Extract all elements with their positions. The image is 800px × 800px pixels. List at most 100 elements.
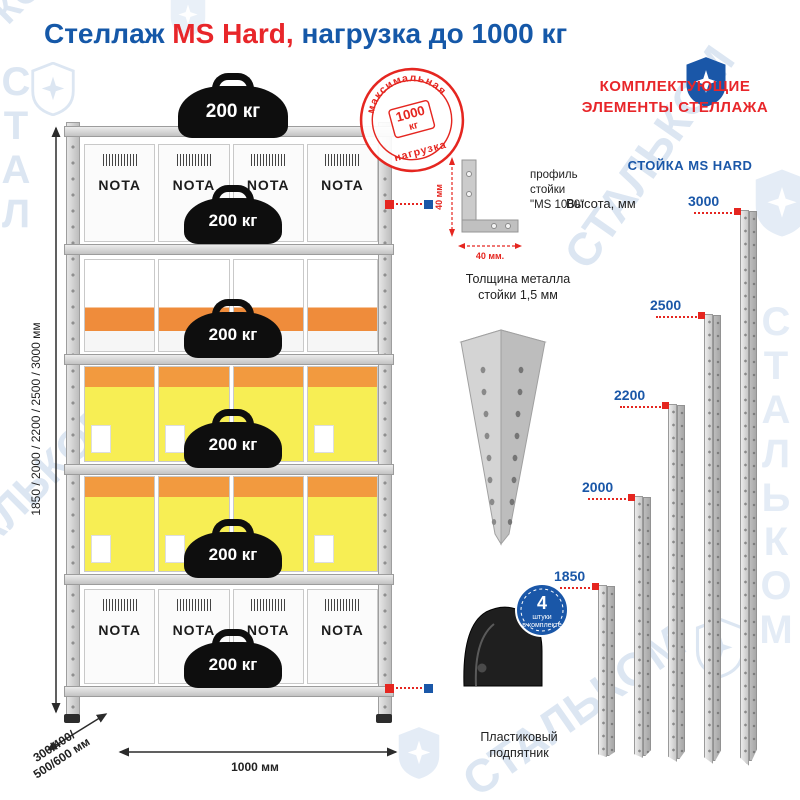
weight-icon: 200 кг xyxy=(184,198,282,244)
brand-shield-icon xyxy=(755,169,800,237)
height-column-label: Высота, мм xyxy=(566,196,636,211)
weight-label: 200 кг xyxy=(208,655,258,674)
barcode-icon xyxy=(325,599,360,611)
rack-shelf xyxy=(64,244,394,255)
box-brand-label: NOTA xyxy=(98,622,141,638)
post-leader-marker xyxy=(662,402,669,409)
post-2000-image xyxy=(634,496,651,758)
components-heading: КОМПЛЕКТУЮЩИЕ ЭЛЕМЕНТЫ СТЕЛЛАЖА xyxy=(556,76,794,118)
box-brand-label: NOTA xyxy=(98,177,141,193)
rack-post-right xyxy=(378,122,392,720)
paper-box xyxy=(306,476,378,572)
thickness-line2: стойки 1,5 мм xyxy=(478,287,558,302)
title-prefix: Стеллаж xyxy=(44,18,165,49)
page-title: Стеллаж MS Hard, нагрузка до 1000 кг xyxy=(44,18,567,50)
post-section-title: СТОЙКА MS HARD xyxy=(627,158,753,173)
title-highlight: MS Hard, xyxy=(172,18,294,49)
height-dimension-line xyxy=(51,126,61,714)
paper-box: NOTA xyxy=(84,589,156,684)
profile-caption-line2: стойки xyxy=(530,184,565,196)
shelf-bay-3 xyxy=(84,363,378,462)
box-brand-label: NOTA xyxy=(321,177,364,193)
post-height-label: 3000 xyxy=(688,193,720,209)
profile-caption-line1: профиль xyxy=(530,169,578,181)
barcode-icon xyxy=(176,154,211,166)
brand-shield-icon xyxy=(398,727,440,779)
connector-marker-red xyxy=(385,200,394,209)
post-leader-line xyxy=(620,406,664,408)
badge-line2: в комплекте xyxy=(522,622,562,629)
weight-icon: 200 кг xyxy=(184,312,282,358)
weight-icon: 200 кг xyxy=(184,422,282,468)
brand-shield-icon xyxy=(686,57,726,107)
foot-caption-line2: подпятник xyxy=(489,745,549,760)
post-leader-line xyxy=(588,498,630,500)
height-dimension-label: 1850 / 2000 / 2200 / 2500 / 3000 мм xyxy=(29,322,43,516)
plastic-foot-caption: Пластиковый подпятник xyxy=(424,730,614,761)
paper-box xyxy=(306,366,378,462)
box-brand-label: NOTA xyxy=(172,177,216,193)
thickness-line1: Толщина металла xyxy=(465,272,571,286)
post-height-label: 1850 xyxy=(554,568,586,584)
weight-label: 200 кг xyxy=(208,435,258,454)
weight-icon-top: 200 кг xyxy=(178,86,288,138)
post-height-label: 2200 xyxy=(614,387,646,403)
post-leader-marker xyxy=(698,312,705,319)
paper-box xyxy=(306,259,378,352)
post-profile-diagram: 40 мм 40 мм. профиль стойки "MS 1000" xyxy=(434,157,584,261)
badge-value: 4 xyxy=(537,593,547,613)
weight-label: 200 кг xyxy=(208,545,258,564)
post-height-label: 2500 xyxy=(650,297,682,313)
post-leader-line xyxy=(560,587,594,589)
stamp-unit: кг xyxy=(408,120,420,133)
paper-box: NOTA xyxy=(306,589,378,684)
box-brand-label: NOTA xyxy=(246,622,290,638)
barcode-icon xyxy=(102,154,137,166)
barcode-icon xyxy=(251,599,286,611)
connector-marker-blue xyxy=(424,200,433,209)
profile-dim-horizontal: 40 мм. xyxy=(476,251,504,261)
connector-line xyxy=(396,203,422,205)
brand-shield-icon xyxy=(31,62,75,116)
box-brand-label: NOTA xyxy=(172,622,216,638)
watermark-text: СТАЛЬКОМ xyxy=(754,300,798,652)
weight-label: 200 кг xyxy=(205,101,261,122)
paper-box xyxy=(84,259,156,352)
weight-label: 200 кг xyxy=(208,211,258,230)
post-leader-marker xyxy=(592,583,599,590)
barcode-icon xyxy=(251,154,286,166)
barcode-icon xyxy=(102,599,137,611)
corner-post-image xyxy=(459,329,547,546)
brand-shield-icon xyxy=(170,0,206,38)
profile-dim-vertical: 40 мм xyxy=(434,184,444,210)
components-heading-line1: КОМПЛЕКТУЮЩИЕ xyxy=(599,78,751,95)
post-3000-image xyxy=(740,210,757,766)
components-heading-line2: ЭЛЕМЕНТЫ СТЕЛЛАЖА xyxy=(581,99,769,116)
width-dimension-line xyxy=(118,747,398,757)
title-suffix: нагрузка до 1000 кг xyxy=(301,18,568,49)
rack-foot xyxy=(64,714,80,723)
weight-icon: 200 кг xyxy=(184,642,282,688)
rack-foot xyxy=(376,714,392,723)
max-load-stamp: максимальная 1000 кг нагрузка xyxy=(358,62,465,173)
barcode-icon xyxy=(325,154,360,166)
paper-box: NOTA xyxy=(306,144,378,242)
rack-post-left xyxy=(66,122,80,720)
connector-line xyxy=(396,687,422,689)
box-brand-label: NOTA xyxy=(321,622,364,638)
paper-box: NOTA xyxy=(84,144,156,242)
post-leader-line xyxy=(656,316,700,318)
weight-label: 200 кг xyxy=(208,325,258,344)
stamp-value: 1000 xyxy=(394,103,426,125)
depth-dimension-line xyxy=(46,713,108,751)
post-height-label: 2000 xyxy=(582,479,614,495)
paper-box xyxy=(84,366,156,462)
post-2500-image xyxy=(704,314,721,764)
width-dimension-label: 1000 мм xyxy=(231,760,279,774)
weight-icon: 200 кг xyxy=(184,532,282,578)
connector-marker-blue xyxy=(424,684,433,693)
thickness-note: Толщина металла стойки 1,5 мм xyxy=(428,272,608,303)
barcode-icon xyxy=(176,599,211,611)
post-leader-line xyxy=(694,212,736,214)
post-leader-marker xyxy=(628,494,635,501)
